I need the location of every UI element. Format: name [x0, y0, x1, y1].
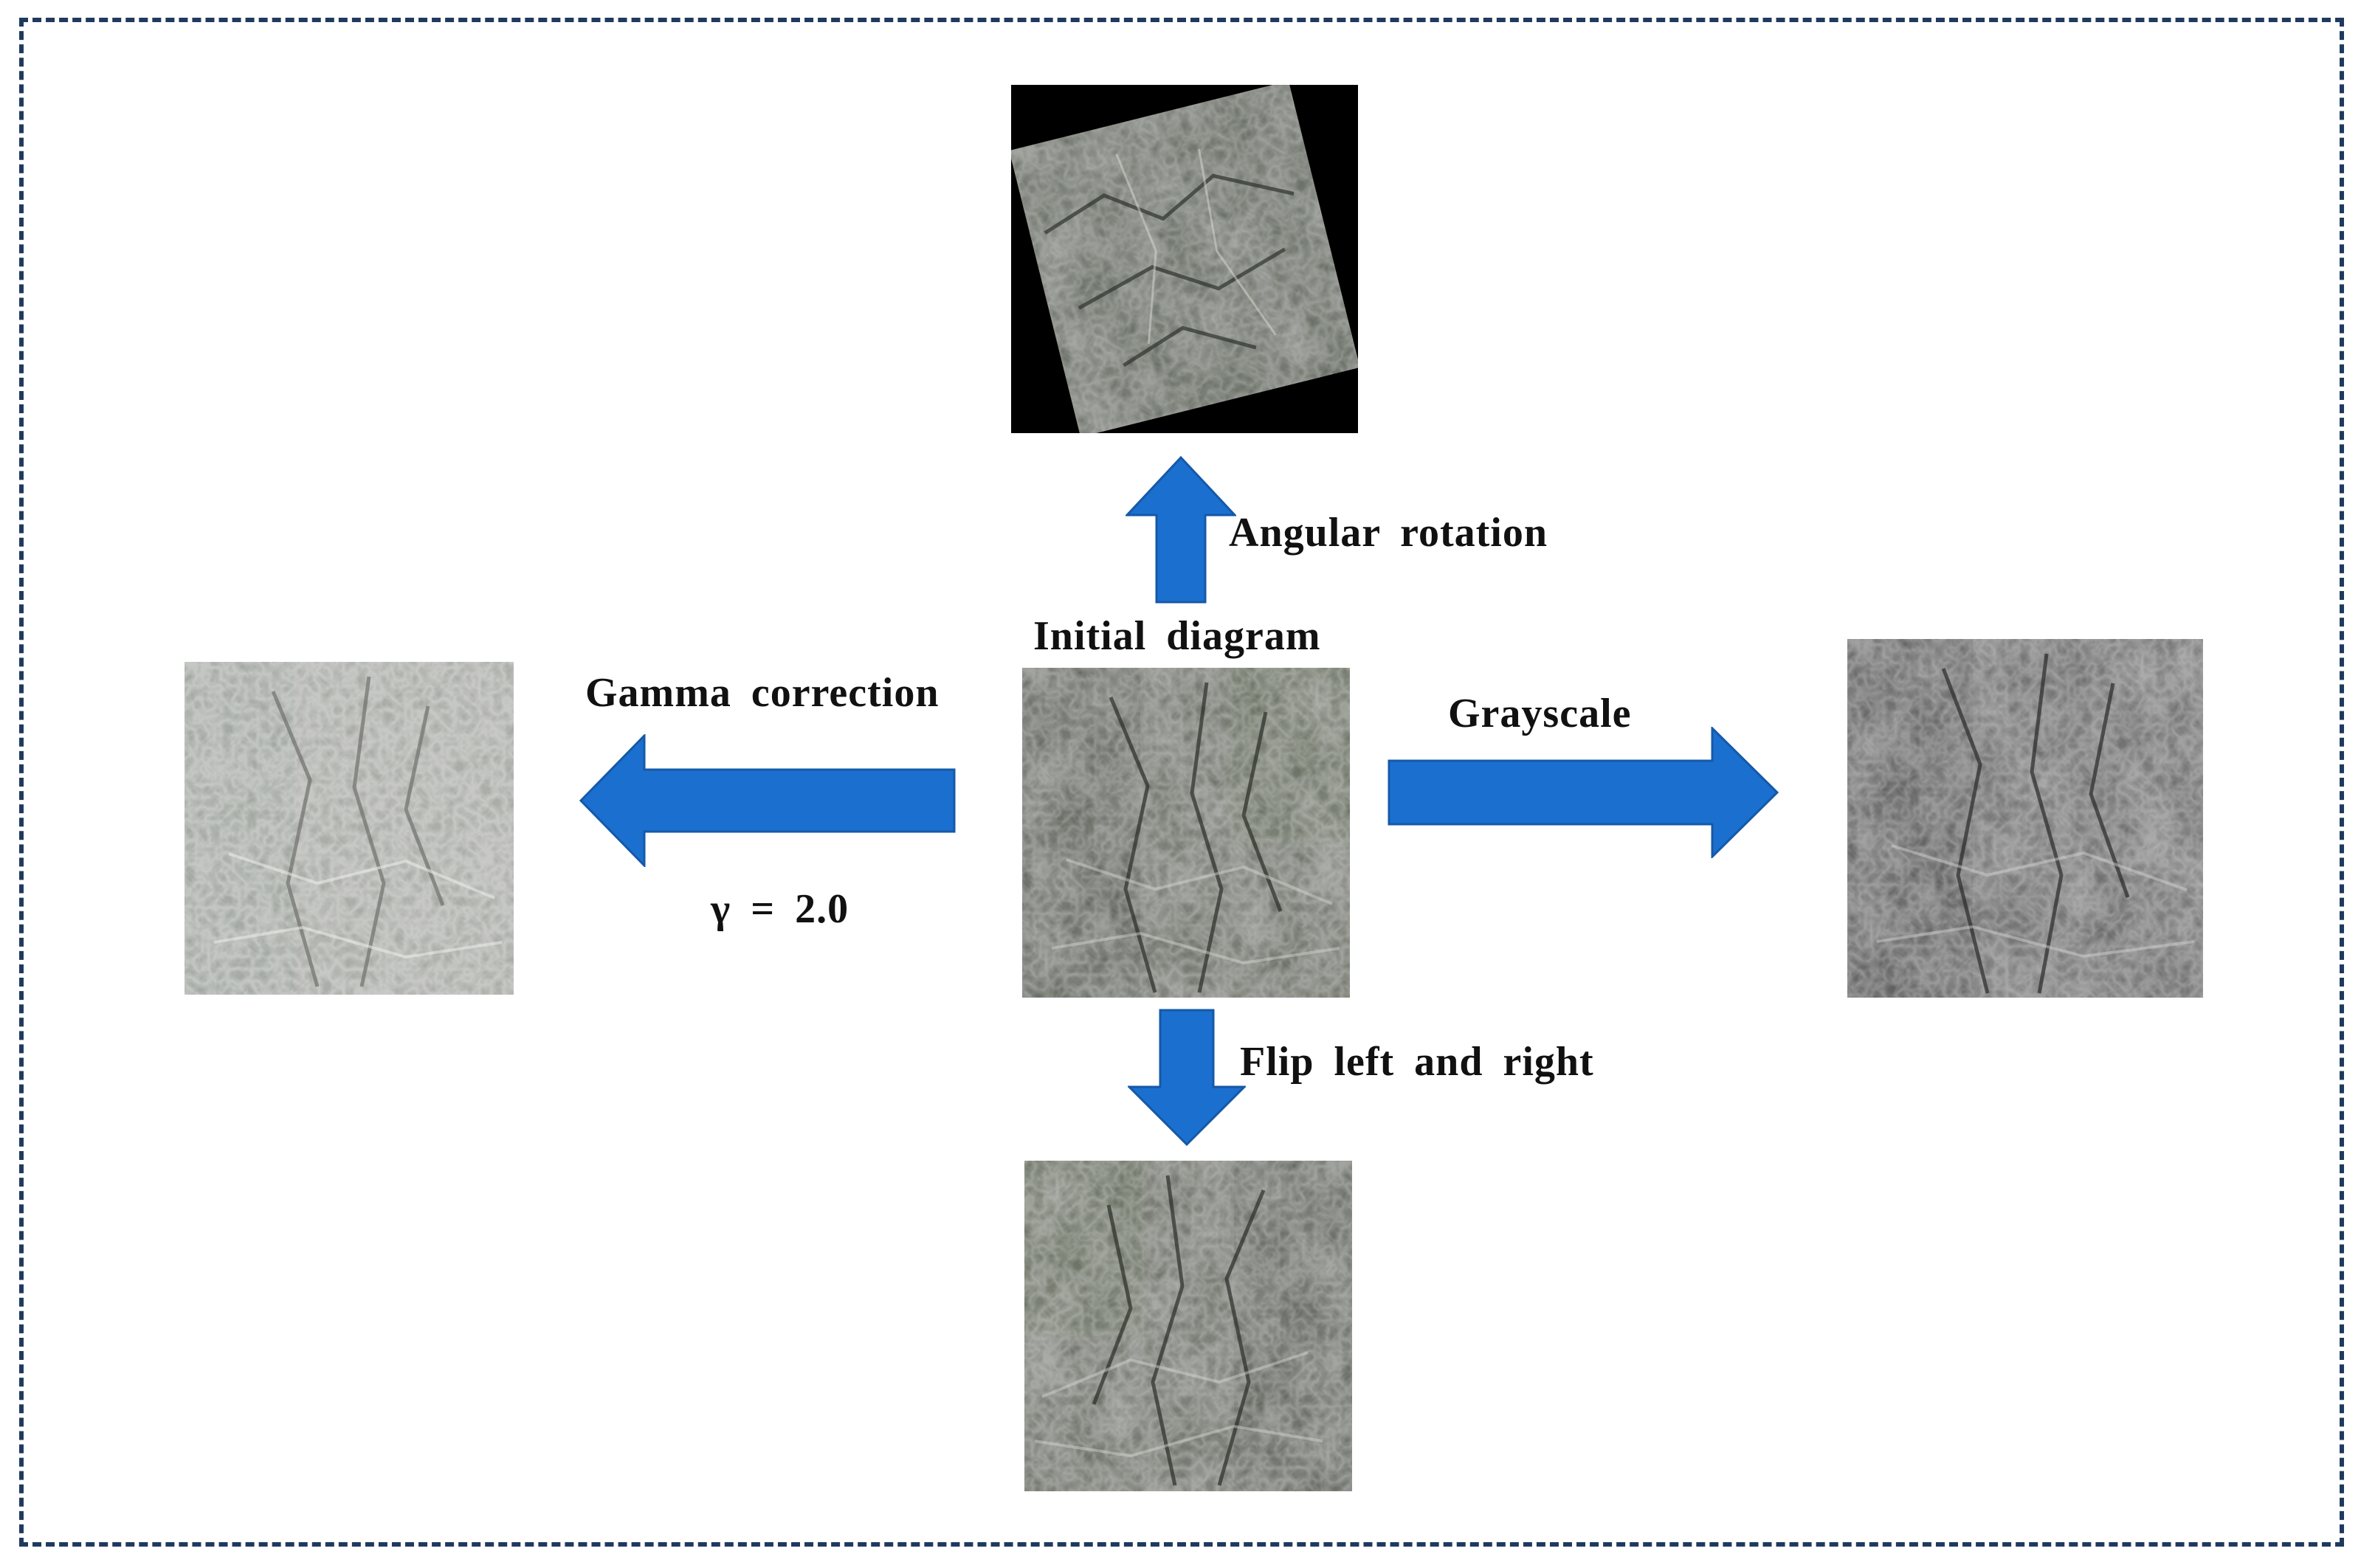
grayscale-image: [1847, 639, 2203, 998]
dashed-frame: [19, 18, 2344, 1547]
arrow-left-shape: [579, 734, 956, 867]
arrow-left: [579, 734, 956, 867]
flipped-image: [1024, 1161, 1352, 1491]
label-grayscale: Grayscale: [1448, 691, 1632, 736]
arrow-down-shape: [1128, 1009, 1246, 1146]
gamma-corrected-image: [185, 662, 514, 995]
rotated-image: [1011, 85, 1358, 433]
arrow-right: [1388, 727, 1779, 858]
arrow-right-shape: [1388, 727, 1779, 858]
label-angular-rotation: Angular rotation: [1229, 510, 1548, 556]
label-initial-diagram: Initial diagram: [1033, 613, 1321, 659]
initial-image: [1022, 668, 1350, 998]
label-gamma-correction: Gamma correction: [585, 670, 940, 716]
arrow-up-shape: [1126, 456, 1236, 604]
arrow-up: [1126, 456, 1236, 604]
label-gamma-value: γ = 2.0: [711, 886, 849, 932]
arrow-down: [1128, 1009, 1246, 1146]
label-flip-left-right: Flip left and right: [1240, 1039, 1594, 1085]
